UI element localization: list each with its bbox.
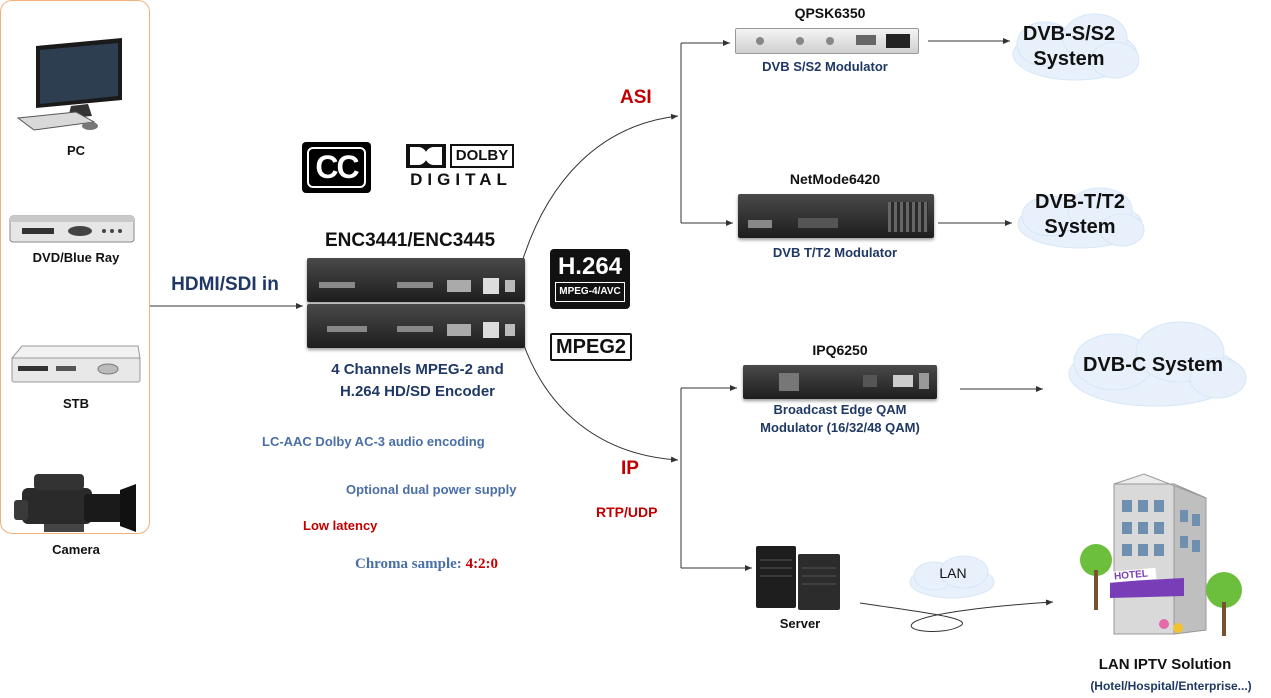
feature-latency: Low latency [303, 518, 378, 533]
dolby-text: DOLBY [450, 144, 514, 168]
encoder-unit-2 [307, 304, 525, 348]
source-label-dvd: DVD/Blue Ray [32, 250, 120, 265]
lan-cloud-icon [909, 555, 995, 599]
dvb-t-cloud-icon [1017, 187, 1145, 249]
source-label-pc: PC [66, 143, 86, 158]
dolby-double-d-icon [406, 144, 446, 168]
hotel-building-icon [1080, 473, 1242, 636]
rtp-udp-label: RTP/UDP [596, 504, 658, 520]
ip-curve [521, 339, 679, 463]
source-label-stb: STB [63, 396, 89, 411]
set-top-box-icon [10, 345, 141, 383]
h264-text: H.264 [557, 253, 623, 280]
netmode-model: NetMode6420 [789, 171, 881, 187]
lan-arrow [859, 599, 1054, 633]
ipq-model: IPQ6250 [812, 342, 868, 358]
mpeg2-logo: MPEG2 [550, 333, 632, 361]
asi-curve [521, 113, 679, 263]
qpsk-model: QPSK6350 [794, 5, 866, 21]
dolby-digital-logo: DOLBY DIGITAL [406, 144, 516, 189]
feature-audio: LC-AAC Dolby AC-3 audio encoding [262, 434, 485, 449]
pc-monitor-icon [16, 38, 122, 131]
qpsk-device [735, 28, 919, 54]
server-label: Server [779, 616, 821, 631]
source-devices-panel [0, 0, 150, 534]
qpsk-desc: DVB S/S2 Modulator [762, 59, 888, 74]
server-icon [756, 546, 840, 610]
cc-logo-text: CC [307, 147, 366, 188]
dvb-c-cloud-icon [1068, 321, 1247, 407]
dvb-s-cloud-icon [1012, 13, 1140, 81]
video-camera-icon [14, 474, 136, 532]
iptv-title: LAN IPTV Solution [1098, 656, 1232, 673]
chroma-value: 4:2:0 [465, 556, 499, 572]
encoder-desc-line1: 4 Channels MPEG-2 and [331, 361, 504, 378]
h264-logo: H.264 MPEG-4/AVC [550, 249, 630, 309]
netmode-desc: DVB T/T2 Modulator [772, 245, 898, 260]
dvd-player-icon [9, 215, 135, 243]
dvb-s-line2: System [1033, 48, 1105, 70]
dvb-s-system: DVB-S/S2 System [1005, 22, 1133, 72]
iptv-subtitle: (Hotel/Hospital/Enterprise...) [1090, 679, 1252, 693]
dvb-t-line1: DVB-T/T2 [1035, 191, 1125, 213]
encoder-unit-1 [307, 258, 525, 302]
dvb-s-line1: DVB-S/S2 [1022, 23, 1116, 45]
chroma-label: Chroma sample: [355, 556, 466, 572]
source-label-camera: Camera [52, 542, 100, 557]
encoder-desc-line2: H.264 HD/SD Encoder [339, 383, 496, 400]
ipq-device [743, 365, 937, 399]
feature-power: Optional dual power supply [346, 482, 517, 497]
encoder-model: ENC3441/ENC3445 [324, 230, 496, 251]
lan-label: LAN [939, 565, 967, 581]
ipq-desc-line1: Broadcast Edge QAM [773, 402, 907, 417]
feature-chroma: Chroma sample: 4:2:0 [355, 556, 498, 573]
dvb-t-line2: System [1044, 216, 1116, 238]
netmode-device [738, 194, 934, 238]
input-label: HDMI/SDI in [171, 274, 279, 295]
digital-text: DIGITAL [410, 170, 512, 189]
dvb-c-system: DVB-C System [1082, 354, 1224, 376]
dvb-t-system: DVB-T/T2 System [1016, 190, 1144, 240]
ipq-desc-line2: Modulator (16/32/48 QAM) [760, 420, 920, 435]
closed-caption-logo: CC [302, 142, 371, 193]
mpeg4-avc-text: MPEG-4/AVC [555, 282, 625, 302]
ip-label: IP [621, 458, 639, 479]
asi-label: ASI [620, 87, 652, 108]
